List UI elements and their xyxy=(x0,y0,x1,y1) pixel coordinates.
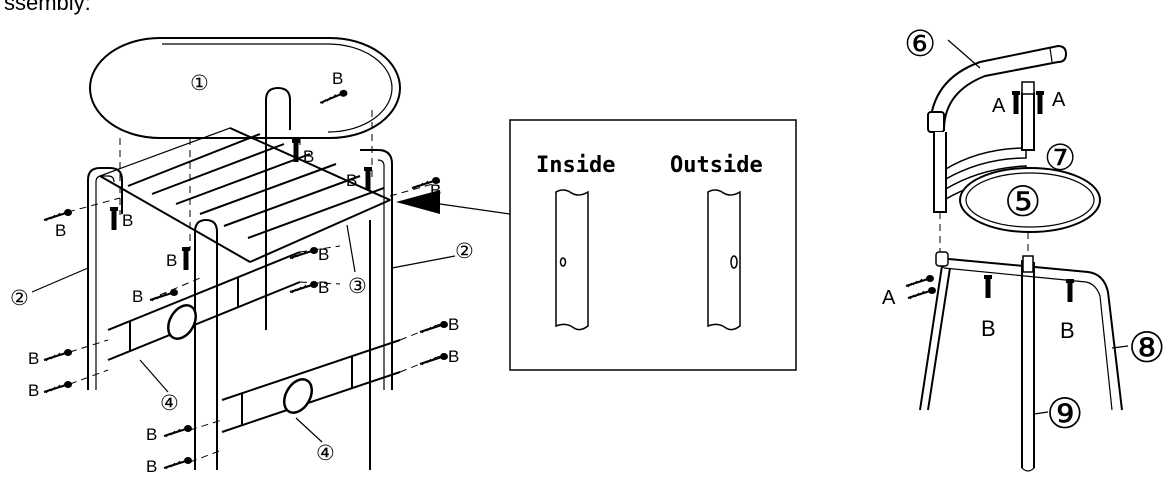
label-screw-a-2: A xyxy=(1052,89,1066,111)
svg-text:B: B xyxy=(448,347,459,366)
svg-text:B: B xyxy=(448,315,459,334)
tube-outside-illustration xyxy=(707,189,741,331)
svg-text:B: B xyxy=(122,211,133,230)
svg-text:B: B xyxy=(146,425,157,444)
svg-text:B: B xyxy=(430,181,441,200)
label-screw-b-2: B xyxy=(1060,318,1075,343)
chair-backrest xyxy=(927,44,1068,133)
table-assembly: ① ③ xyxy=(10,37,511,476)
svg-text:B: B xyxy=(303,147,314,166)
inside-label: Inside xyxy=(536,153,615,178)
svg-text:B: B xyxy=(146,457,157,476)
svg-text:B: B xyxy=(55,221,66,240)
svg-text:B: B xyxy=(132,287,143,306)
label-part-9: ⑨ xyxy=(1046,392,1084,438)
detail-inset: Inside Outside xyxy=(509,119,797,371)
label-part-2-right: ② xyxy=(455,240,474,263)
svg-text:B: B xyxy=(346,171,357,190)
pointer-arrow xyxy=(396,190,440,214)
chair-seat xyxy=(959,167,1101,233)
svg-text:B: B xyxy=(28,349,39,368)
outside-label: Outside xyxy=(670,153,763,178)
label-part-8: ⑧ xyxy=(1128,326,1166,372)
label-part-2-left: ② xyxy=(10,287,29,310)
chair-assembly: ⑥ ⑦ A A ⑤ xyxy=(882,24,1166,472)
svg-text:B: B xyxy=(318,278,329,297)
rack-part-3 xyxy=(98,127,392,263)
tube-inside-illustration xyxy=(555,189,589,331)
label-screw-a-1: A xyxy=(992,95,1006,117)
leg-frame-front xyxy=(194,218,218,470)
label-part-5: ⑤ xyxy=(1004,180,1042,226)
label-part-4-lower: ④ xyxy=(316,442,335,465)
label-part-3: ③ xyxy=(348,275,367,298)
tabletop xyxy=(89,37,401,139)
svg-text:B: B xyxy=(318,245,329,264)
screw-b-icons xyxy=(43,88,449,470)
heading-text: ssembly: xyxy=(4,0,91,15)
label-part-6: ⑥ xyxy=(904,24,936,64)
side-panel-upper xyxy=(107,251,301,361)
label-screw-a-3: A xyxy=(882,287,896,309)
screw-b-labels: B B B B B B B B B B B B B B B B xyxy=(28,69,459,476)
leg-frame-back xyxy=(265,86,291,330)
svg-text:B: B xyxy=(332,69,343,88)
svg-text:B: B xyxy=(166,251,177,270)
leg-frame-left xyxy=(87,167,123,390)
svg-text:B: B xyxy=(28,381,39,400)
side-panel-lower xyxy=(221,339,401,433)
label-part-4-upper: ④ xyxy=(160,392,179,415)
chair-base-frame xyxy=(919,251,1123,472)
leg-frame-right xyxy=(360,149,393,390)
label-part-1: ① xyxy=(190,72,209,95)
label-screw-b-1: B xyxy=(981,316,996,341)
